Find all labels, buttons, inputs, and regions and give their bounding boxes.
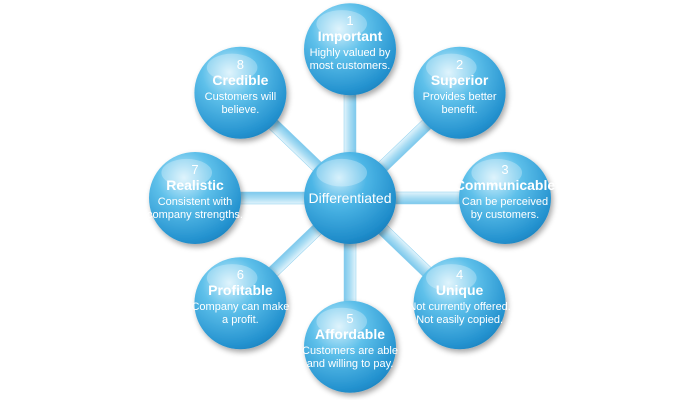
- node-number: 8: [237, 57, 244, 72]
- sphere-highlight: [161, 158, 213, 187]
- sphere-highlight: [206, 264, 258, 292]
- node-number: 4: [456, 267, 463, 282]
- node-description: most customers.: [310, 60, 391, 72]
- node-number: 6: [237, 267, 244, 282]
- node-title: Affordable: [315, 326, 385, 342]
- node-title: Realistic: [166, 177, 224, 193]
- sphere-highlight: [426, 264, 477, 292]
- center-label: Differentiated: [308, 190, 391, 206]
- node-description: a profit.: [222, 314, 259, 326]
- node-title: Unique: [436, 282, 484, 298]
- sphere-highlight: [316, 158, 368, 187]
- sphere-highlight: [471, 158, 523, 187]
- center-sphere: [304, 152, 396, 244]
- center-node: Differentiated: [304, 152, 396, 244]
- node-sphere: [194, 46, 287, 139]
- node-description: Company can make: [191, 301, 289, 313]
- sphere-highlight: [316, 307, 368, 336]
- node-description: Can be perceived: [462, 196, 548, 208]
- node-number: 1: [346, 13, 353, 28]
- node-description: Highly valued by: [310, 47, 391, 59]
- node-sphere: [304, 300, 396, 393]
- node-description: and willing to pay.: [307, 358, 394, 370]
- node-sphere: [194, 257, 287, 350]
- node-sphere: [413, 46, 506, 139]
- node-title: Credible: [212, 72, 268, 88]
- node-description: Provides better: [423, 91, 497, 103]
- node-title: Superior: [431, 72, 489, 88]
- node-title: Communicable: [455, 177, 556, 193]
- node-description: Not easily copied.: [416, 314, 503, 326]
- node-number: 3: [501, 162, 508, 177]
- sphere-highlight: [206, 53, 258, 82]
- node-description: benefit.: [442, 104, 478, 116]
- node-description: Not currently offered.: [408, 301, 511, 313]
- node-description: company strengths.: [147, 209, 243, 221]
- node-description: believe.: [221, 104, 259, 116]
- node-number: 7: [191, 162, 198, 177]
- node-sphere: [413, 257, 506, 350]
- node-sphere: [149, 152, 241, 244]
- node-description: by customers.: [471, 209, 539, 221]
- sphere-highlight: [426, 53, 477, 82]
- node-sphere: [304, 3, 396, 96]
- sphere-highlight: [316, 10, 368, 38]
- node-description: Customers are able: [302, 345, 398, 357]
- node-description: Consistent with: [158, 196, 233, 208]
- node-number: 5: [346, 311, 353, 326]
- node-description: Customers will: [205, 91, 277, 103]
- node-title: Important: [318, 28, 383, 44]
- node-title: Profitable: [208, 282, 273, 298]
- node-sphere: [459, 152, 551, 244]
- node-number: 2: [456, 57, 463, 72]
